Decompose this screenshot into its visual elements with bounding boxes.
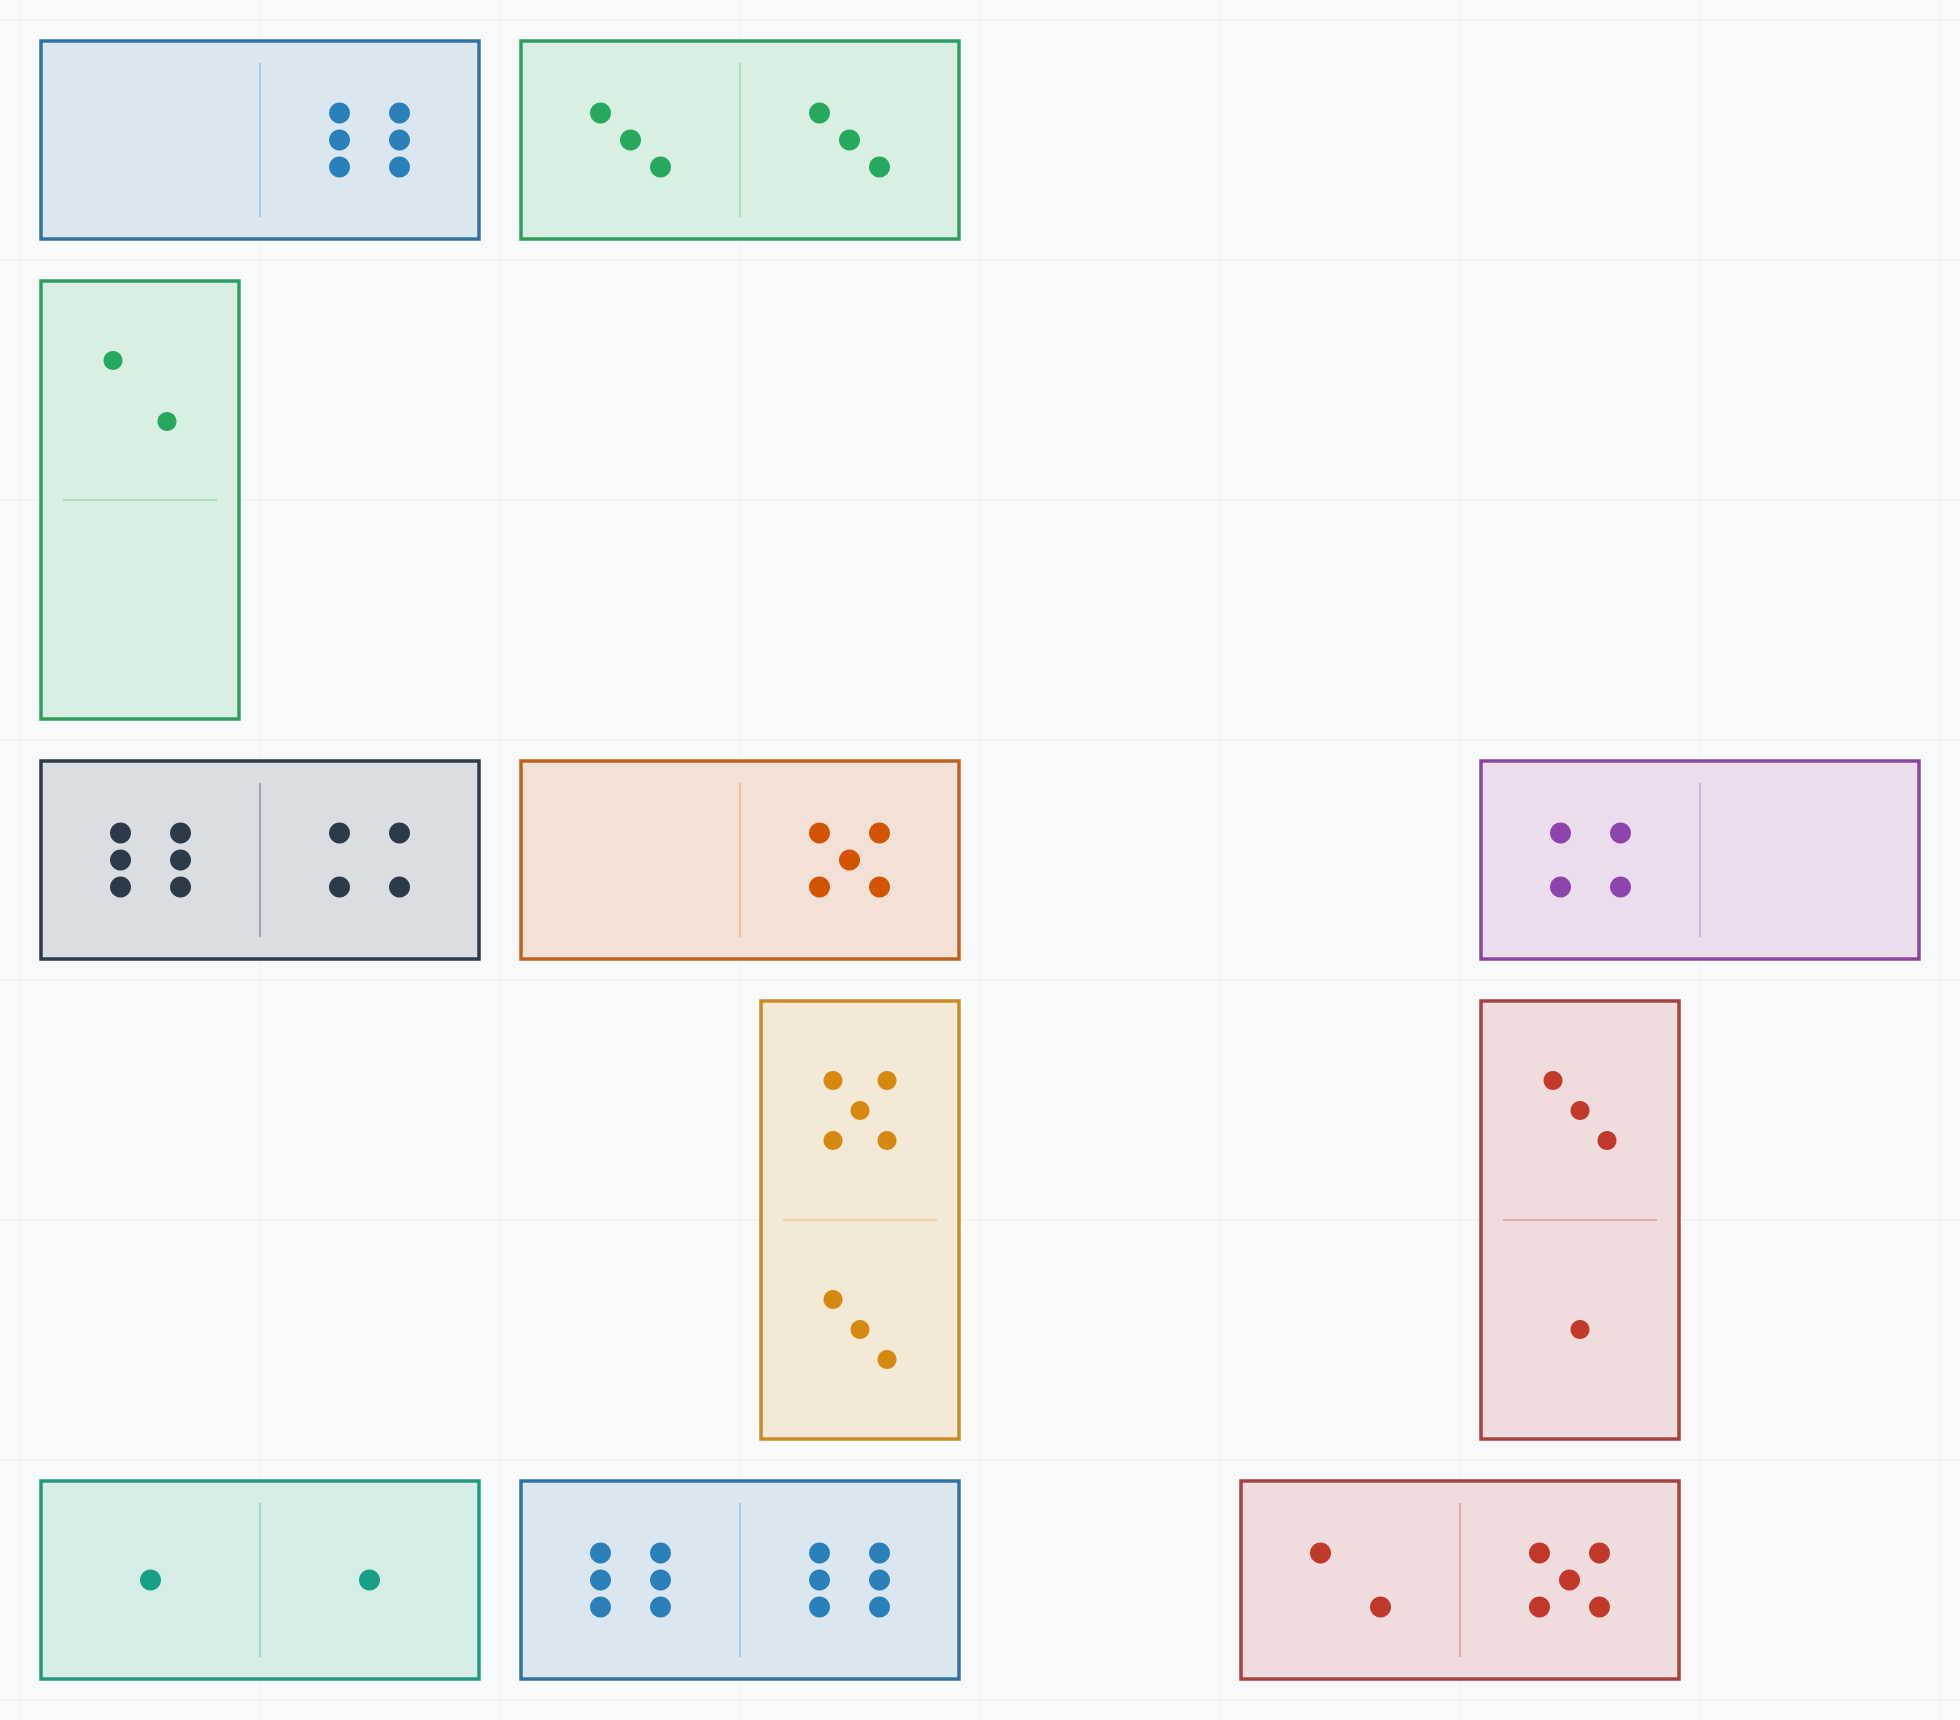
pip bbox=[140, 1569, 161, 1591]
domino-half-second bbox=[809, 822, 890, 898]
domino-half-first bbox=[1310, 1542, 1391, 1618]
pip bbox=[170, 822, 191, 844]
pip bbox=[809, 1596, 830, 1618]
domino-half-first bbox=[140, 1569, 161, 1591]
pip bbox=[1610, 822, 1631, 844]
pip bbox=[329, 822, 350, 844]
pip bbox=[1550, 822, 1571, 844]
pip bbox=[389, 156, 410, 178]
pip bbox=[869, 822, 890, 844]
pip bbox=[869, 1542, 890, 1564]
pip bbox=[650, 156, 671, 178]
pip bbox=[650, 1596, 671, 1618]
pip bbox=[329, 156, 350, 178]
pip bbox=[869, 876, 890, 898]
pip bbox=[389, 822, 410, 844]
pip bbox=[110, 822, 131, 844]
domino-half-first bbox=[1550, 822, 1631, 898]
domino-tile-blank-5[interactable] bbox=[519, 759, 961, 961]
domino-tile-1-1[interactable] bbox=[39, 1479, 481, 1681]
pip bbox=[1610, 876, 1631, 898]
pip bbox=[869, 1596, 890, 1618]
pip bbox=[1529, 1596, 1550, 1618]
pip bbox=[1559, 1569, 1580, 1591]
pip bbox=[809, 1542, 830, 1564]
pip bbox=[1570, 1320, 1590, 1339]
pip bbox=[1370, 1596, 1391, 1618]
domino-half-first bbox=[823, 1071, 897, 1150]
domino-half-first bbox=[1543, 1071, 1617, 1150]
pip bbox=[110, 876, 131, 898]
domino-tile-blank-6[interactable] bbox=[39, 39, 481, 241]
pip bbox=[170, 849, 191, 871]
pip bbox=[157, 412, 177, 431]
pip bbox=[823, 1131, 843, 1150]
pip bbox=[389, 876, 410, 898]
domino-half-second bbox=[359, 1569, 380, 1591]
domino-tile-6-6[interactable] bbox=[519, 1479, 961, 1681]
pip bbox=[1529, 1542, 1550, 1564]
pip bbox=[329, 129, 350, 151]
domino-half-second bbox=[809, 1542, 890, 1618]
pip bbox=[650, 1569, 671, 1591]
pip bbox=[809, 102, 830, 124]
pip bbox=[110, 849, 131, 871]
pip bbox=[170, 876, 191, 898]
domino-tile-3-1[interactable] bbox=[1479, 999, 1681, 1441]
pip bbox=[1589, 1542, 1610, 1564]
pip bbox=[389, 129, 410, 151]
pip bbox=[850, 1101, 870, 1120]
pip bbox=[650, 1542, 671, 1564]
pip bbox=[877, 1350, 897, 1369]
domino-tile-3-3[interactable] bbox=[519, 39, 961, 241]
domino-half-first bbox=[590, 1542, 671, 1618]
pip bbox=[839, 129, 860, 151]
pip bbox=[869, 156, 890, 178]
pip bbox=[359, 1569, 380, 1591]
pip bbox=[809, 1569, 830, 1591]
pip bbox=[877, 1071, 897, 1090]
pip bbox=[869, 1569, 890, 1591]
domino-half-second bbox=[329, 822, 410, 898]
pip bbox=[1310, 1542, 1331, 1564]
domino-half-first bbox=[103, 351, 177, 431]
domino-tile-2-5[interactable] bbox=[1239, 1479, 1681, 1681]
domino-half-second bbox=[1529, 1542, 1610, 1618]
domino-tile-5-3[interactable] bbox=[759, 999, 961, 1441]
domino-layer bbox=[39, 39, 1921, 1681]
pip bbox=[839, 849, 860, 871]
pip bbox=[823, 1290, 843, 1309]
domino-half-second bbox=[809, 102, 890, 178]
domino-half-second bbox=[329, 102, 410, 178]
pip bbox=[1550, 876, 1571, 898]
pip bbox=[329, 876, 350, 898]
pip bbox=[1589, 1596, 1610, 1618]
pip bbox=[590, 1542, 611, 1564]
pip bbox=[103, 351, 123, 370]
domino-half-first bbox=[110, 822, 191, 898]
pip bbox=[590, 1596, 611, 1618]
domino-half-second bbox=[823, 1290, 897, 1369]
pip bbox=[1570, 1101, 1590, 1120]
domino-half-second bbox=[1570, 1320, 1590, 1339]
pip bbox=[823, 1071, 843, 1090]
pip bbox=[850, 1320, 870, 1339]
pip bbox=[1597, 1131, 1617, 1150]
pip bbox=[329, 102, 350, 124]
domino-tile-4-blank[interactable] bbox=[1479, 759, 1921, 961]
pip bbox=[590, 102, 611, 124]
pip bbox=[809, 876, 830, 898]
domino-half-first bbox=[590, 102, 671, 178]
pip bbox=[877, 1131, 897, 1150]
pip bbox=[389, 102, 410, 124]
pip bbox=[590, 1569, 611, 1591]
pip bbox=[1543, 1071, 1563, 1090]
pip bbox=[620, 129, 641, 151]
domino-tile-2-blank[interactable] bbox=[39, 279, 241, 721]
domino-tile-6-4[interactable] bbox=[39, 759, 481, 961]
pip bbox=[809, 822, 830, 844]
